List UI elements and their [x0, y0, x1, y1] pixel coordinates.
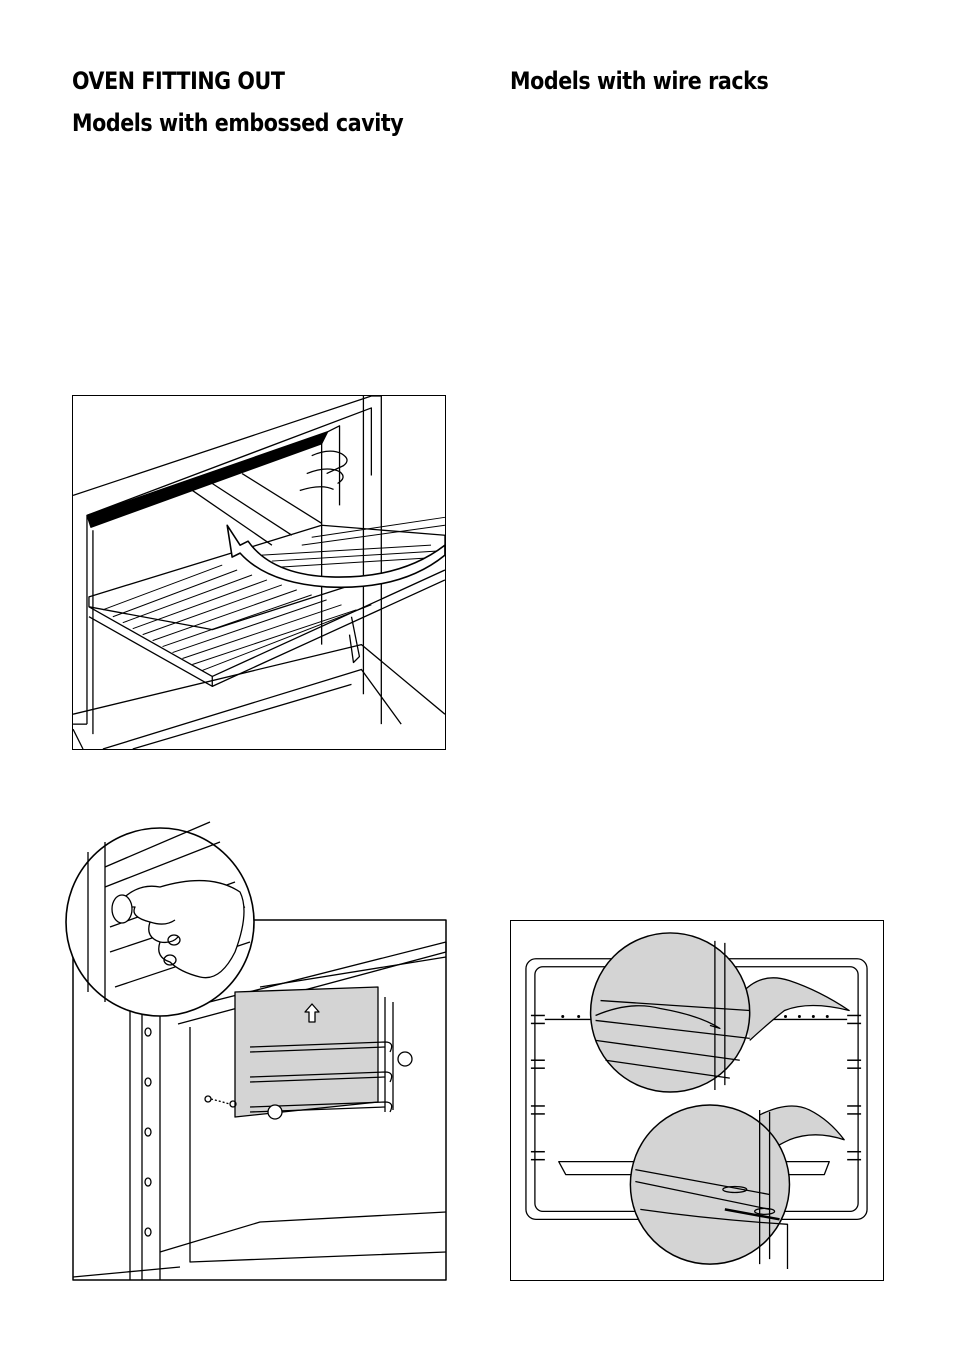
wire-shelf-insertion-illustration	[72, 395, 446, 750]
section-subtitle: Models with embossed cavity	[72, 109, 404, 137]
section-title: OVEN FITTING OUT	[72, 67, 285, 95]
right-section-title: Models with wire racks	[510, 67, 769, 95]
side-rack-removal-illustration	[60, 812, 448, 1282]
wire-rack-detail-illustration	[510, 920, 884, 1281]
